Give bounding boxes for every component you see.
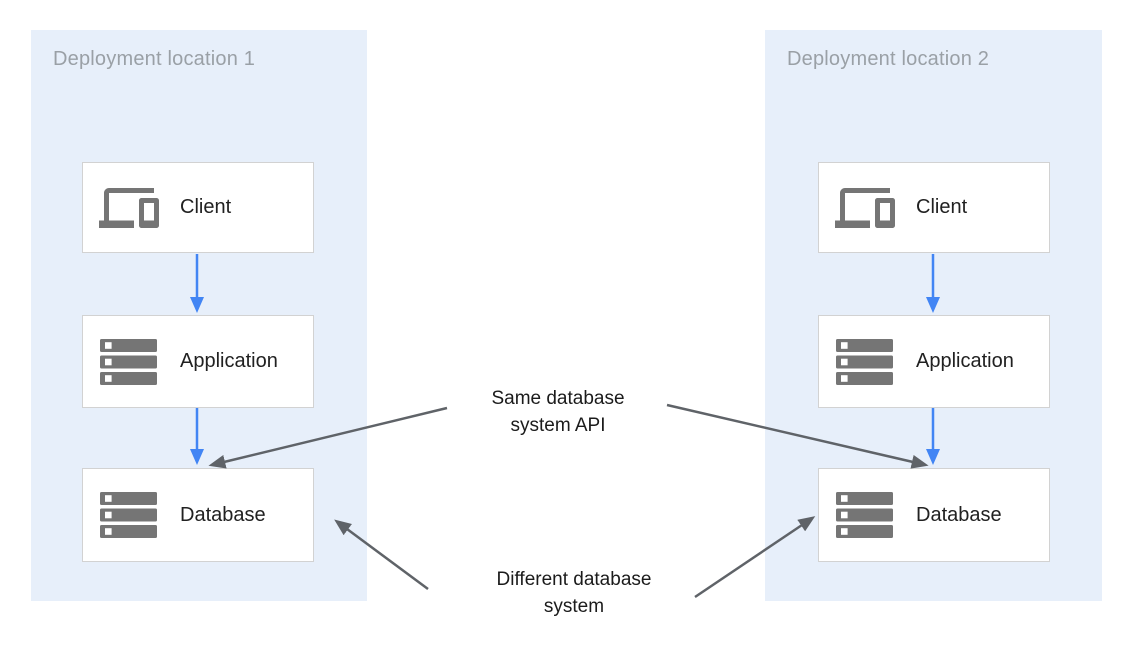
annotation-line: system bbox=[543, 596, 605, 617]
node-database-2: Database bbox=[818, 468, 1050, 562]
node-label: Client bbox=[916, 196, 968, 218]
node-database-1: Database bbox=[82, 468, 314, 562]
deployment-panel-1: Deployment location 1 Client bbox=[31, 30, 367, 601]
node-label: Application bbox=[180, 350, 278, 372]
node-client-2: Client bbox=[818, 162, 1050, 253]
devices-icon bbox=[98, 187, 160, 228]
node-application-1: Application bbox=[82, 315, 314, 408]
node-label: Application bbox=[916, 350, 1014, 372]
annotation-line: Same database bbox=[491, 388, 625, 409]
server-stack-icon bbox=[834, 492, 896, 538]
node-label: Client bbox=[180, 196, 232, 218]
server-stack-icon bbox=[98, 338, 160, 385]
annotation-line: Different database bbox=[496, 569, 652, 590]
server-stack-icon bbox=[834, 338, 896, 385]
annotation-line: system API bbox=[510, 415, 606, 436]
node-application-2: Application bbox=[818, 315, 1050, 408]
node-label: Database bbox=[916, 503, 1002, 526]
annotation-different-database-system: Different database system bbox=[450, 566, 698, 620]
panel-1-title: Deployment location 1 bbox=[53, 48, 256, 70]
node-client-1: Client bbox=[82, 162, 314, 253]
deployment-panel-2: Deployment location 2 Client bbox=[765, 30, 1102, 601]
devices-icon bbox=[834, 187, 896, 228]
panel-2-title: Deployment location 2 bbox=[787, 48, 990, 70]
server-stack-icon bbox=[98, 492, 160, 538]
annotation-same-database-system-api: Same database system API bbox=[446, 385, 670, 439]
node-label: Database bbox=[180, 503, 266, 526]
